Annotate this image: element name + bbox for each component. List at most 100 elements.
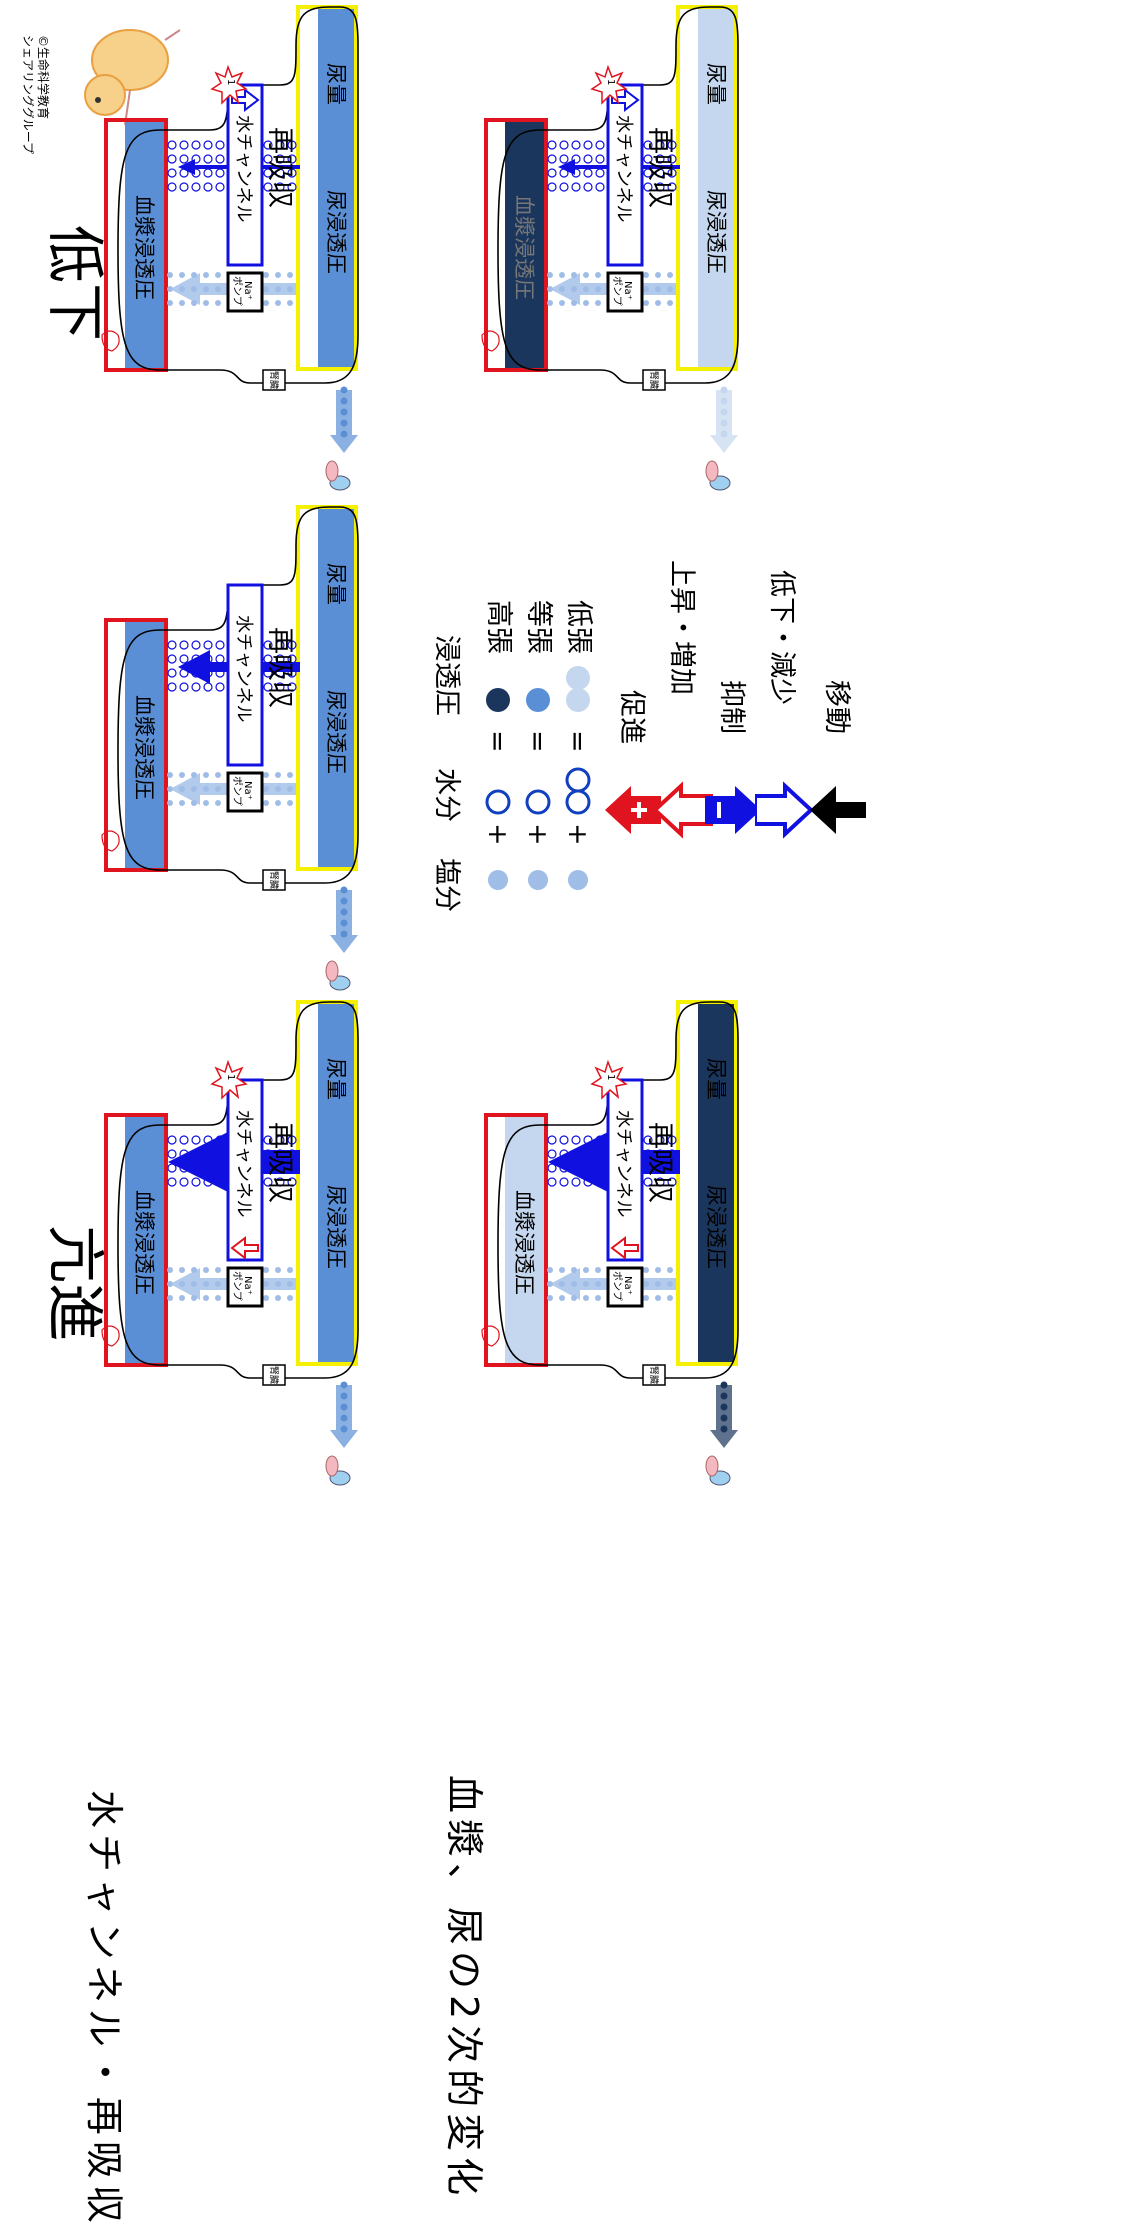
na-pump-label: Na⁺ポンプ: [231, 1271, 253, 1301]
legend-row-symbols: [565, 666, 591, 890]
water-particle: [203, 154, 213, 164]
urine-osmolarity-label: 尿浸透圧: [704, 1185, 728, 1269]
water-particle: [263, 154, 273, 164]
reabsorption-label: 再吸収: [644, 127, 675, 208]
salt-particle: [583, 300, 589, 306]
na-pump-box: [226, 271, 264, 313]
salt-particle: [287, 300, 293, 306]
water-particle: [191, 1135, 201, 1145]
copyright: ©生命科学教育 シェアリンググループ: [20, 35, 50, 154]
salt-particle: [179, 772, 185, 778]
salt-particle: [655, 1295, 661, 1301]
water-particle: [595, 140, 605, 150]
salt-particle: [179, 1267, 185, 1273]
urine-outflow-arrow: [330, 890, 358, 953]
osmolarity-dot-icon: [566, 688, 590, 712]
salt-particle: [287, 800, 293, 806]
legend-row: +=高張: [480, 540, 520, 920]
osmolarity-dot-icon: [486, 688, 510, 712]
arrow-shape: [810, 786, 866, 834]
reabsorption-label: 再吸収: [264, 627, 295, 708]
salt-particle: [263, 1295, 269, 1301]
salt-particle: [215, 1295, 221, 1301]
water-particle: [287, 182, 297, 192]
salt-particle: [215, 272, 221, 278]
water-particle: [275, 140, 285, 150]
chick-head: [84, 74, 126, 116]
salt-particle: [547, 300, 553, 306]
water-particle: [643, 1135, 653, 1145]
water-circle-icon: [565, 767, 591, 793]
water-particle: [667, 182, 677, 192]
legend-row-symbols: [525, 688, 551, 890]
water-particle: [643, 1177, 653, 1187]
na-pump-label: Na⁺ポンプ: [611, 276, 633, 306]
arrow-shape: [652, 781, 713, 839]
na-pump-box: [606, 1266, 644, 1308]
na-pump-ion: Na⁺: [242, 281, 253, 301]
star-burst-icon: [590, 1059, 628, 1100]
decrease-outline-arrow-icon: [753, 781, 814, 839]
na-pump-word: ポンプ: [611, 1271, 622, 1301]
water-particle: [167, 640, 177, 650]
legend-arrow-label: 低下・減少: [766, 570, 797, 705]
urine-osmolarity-label: 尿浸透圧: [324, 690, 348, 774]
salt-particle: [643, 1267, 649, 1273]
salt-particle: [667, 1295, 673, 1301]
arrow-shape: [705, 786, 761, 834]
salt-particle: [595, 300, 601, 306]
salt-particle: [167, 1267, 173, 1273]
water-particle: [179, 654, 189, 664]
na-pump-word: ポンプ: [231, 276, 242, 306]
water-channel-label: 水チャンネル: [233, 115, 254, 223]
legend-row: +=等張: [520, 540, 560, 920]
water-particle: [547, 168, 557, 178]
kidney-label: 腎臓: [268, 371, 278, 390]
panel-diagram: [101, 505, 359, 991]
increase-outline-arrow-icon: [610, 1235, 639, 1261]
salt-particle: [655, 300, 661, 306]
water-particle: [547, 140, 557, 150]
salt-particle: [559, 300, 565, 306]
water-particle: [287, 1135, 297, 1145]
legend-equals: =: [562, 730, 593, 753]
urine-volume-label: 尿量: [324, 563, 348, 605]
water-particle: [263, 182, 273, 192]
water-particle: [191, 140, 201, 150]
legend-header-osm: 浸透圧: [431, 635, 462, 716]
water-particle: [179, 182, 189, 192]
urine-outflow-arrow: [710, 390, 738, 453]
plasma-box: [104, 118, 168, 372]
reabsorption-label: 再吸収: [264, 1122, 295, 1203]
water-channel-box: [226, 83, 264, 267]
salt-particle: [287, 272, 293, 278]
water-particle: [547, 1135, 557, 1145]
water-particle: [571, 182, 581, 192]
salt-particle: [215, 800, 221, 806]
salt-particle: [595, 1267, 601, 1273]
water-particle: [595, 154, 605, 164]
salt-particle: [583, 1295, 589, 1301]
water-particle: [167, 1135, 177, 1145]
legend-arrow-item: 低下・減少: [753, 540, 814, 870]
salt-particle: [167, 800, 173, 806]
water-particle: [167, 182, 177, 192]
salt-particle: [643, 300, 649, 306]
panel-diagram: [101, 5, 359, 491]
star-number: 1: [605, 1074, 616, 1081]
plasma-box: [104, 618, 168, 872]
osmolarity-dot-icon: [526, 688, 550, 712]
water-particle: [595, 182, 605, 192]
urine-outflow-arrow: [330, 1385, 358, 1448]
water-particle: [191, 182, 201, 192]
water-particle: [167, 1149, 177, 1159]
urine-fill: [318, 1002, 355, 1364]
plasma-box: [484, 1113, 548, 1367]
water-particle: [167, 1177, 177, 1187]
salt-particle: [167, 1295, 173, 1301]
salt-particle: [263, 1267, 269, 1273]
toilet-seat: [325, 1455, 339, 1477]
salt-dot-icon: [528, 870, 548, 890]
water-particle: [215, 182, 225, 192]
